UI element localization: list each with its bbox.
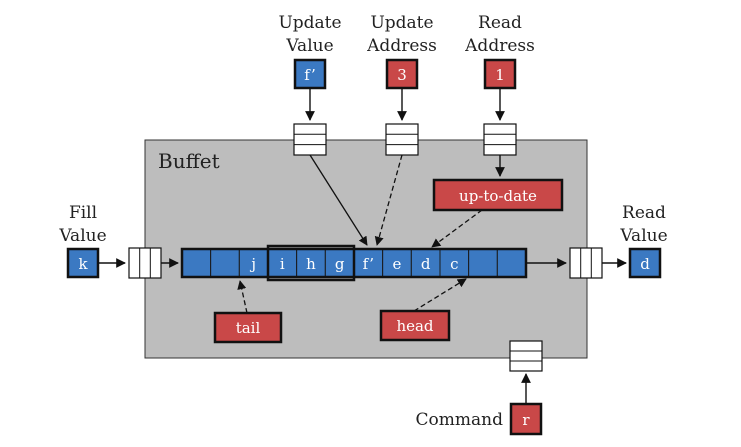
read-value-label-line1: Read <box>622 203 666 223</box>
buffer-cell-label: i <box>280 255 285 273</box>
update-value-to-buffer-arrow <box>309 154 368 246</box>
buffer-array: j i h g f’ e d c <box>181 248 527 278</box>
head-text: head <box>396 317 433 335</box>
buffer-cell <box>181 248 212 278</box>
fill-fifo <box>128 247 162 279</box>
buffer-cell <box>439 248 470 278</box>
buffer-cell <box>468 248 498 278</box>
buffer-cell <box>410 248 441 278</box>
command-label: Command <box>416 410 504 430</box>
buffer-cell <box>238 248 269 278</box>
update-value-fifo <box>293 123 327 156</box>
buffer-cell <box>496 248 527 278</box>
tail-text: tail <box>236 319 261 337</box>
buffer-cell-label: e <box>393 255 402 273</box>
update-address-text: 3 <box>397 66 407 84</box>
read-value-label-line2: Value <box>619 226 667 246</box>
command-box <box>509 402 543 436</box>
buffer-cell-label: f’ <box>363 255 374 273</box>
fill-value-label-line2: Value <box>58 226 106 246</box>
read-value-box <box>628 247 662 279</box>
buffer-cell <box>210 248 240 278</box>
update-address-label-line1: Update <box>370 13 433 33</box>
up-to-date-box <box>432 178 564 212</box>
head-box <box>379 309 451 342</box>
fill-value-label-line1: Fill <box>69 203 97 223</box>
read-address-fifo <box>483 123 517 156</box>
buffer-cell-label: d <box>421 255 431 273</box>
buffer-cell-label: c <box>450 255 458 273</box>
read-fifo <box>569 247 603 279</box>
uptodate-to-buffer-arrow <box>431 209 483 248</box>
tail-box <box>213 311 283 344</box>
fill-value-text: k <box>78 255 88 273</box>
update-address-label-line2: Address <box>366 36 437 56</box>
command-fifo <box>509 340 543 372</box>
read-address-label-line1: Read <box>478 13 522 33</box>
update-value-label-line2: Value <box>285 36 333 56</box>
buffet-title: Buffet <box>158 149 220 173</box>
buffer-cell-label: h <box>306 255 316 273</box>
tail-pointer-arrow <box>237 280 248 314</box>
read-address-box <box>483 58 517 90</box>
command-text: r <box>522 411 530 429</box>
fill-value-box <box>66 247 100 279</box>
read-address-text: 1 <box>495 66 505 84</box>
read-value-text: d <box>640 255 650 273</box>
update-value-label-line1: Update <box>278 13 341 33</box>
head-pointer-arrow <box>413 278 467 312</box>
buffer-cell-label: j <box>249 255 256 273</box>
update-address-fifo <box>385 123 419 156</box>
up-to-date-text: up-to-date <box>459 187 537 205</box>
read-address-label-line2: Address <box>464 36 535 56</box>
update-value-text: f’ <box>304 66 315 84</box>
group-ihg-outline <box>266 244 356 282</box>
buffer-cell-label: g <box>335 255 345 273</box>
